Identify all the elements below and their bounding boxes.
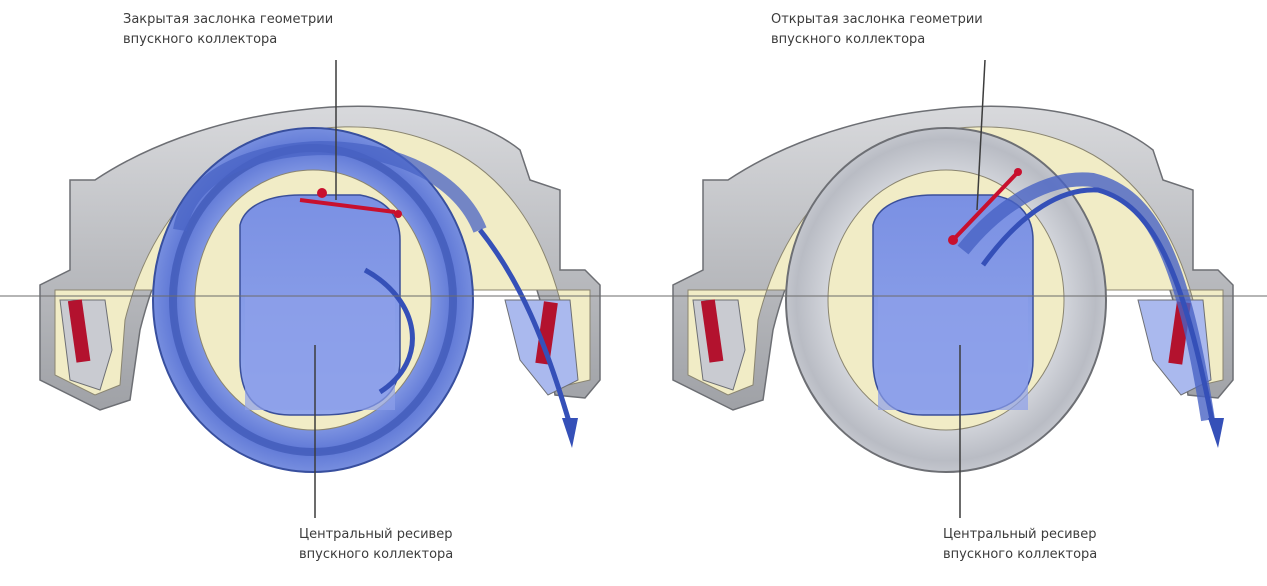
left-seal <box>67 299 91 363</box>
flap-closed <box>299 198 396 214</box>
open-flap-panel: Открытая заслонка геометрии впускного ко… <box>633 0 1267 586</box>
flap-closed-label-line2: впускного коллектора <box>123 32 278 47</box>
closed-flap-panel: Закрытая заслонка геометрии впускного ко… <box>0 10 634 565</box>
flap-open-label-line2: впускного коллектора <box>771 32 926 47</box>
receiver-label-left: Центральный ресивер впускного коллектора <box>299 525 453 565</box>
intake-manifold-cutaway-closed <box>0 60 634 518</box>
flap-open-label-line1: Открытая заслонка геометрии <box>771 12 983 27</box>
flap-closed-label: Закрытая заслонка геометрии впускного ко… <box>123 10 333 50</box>
airflow-arrow-head <box>1208 418 1224 448</box>
intake-manifold-cutaway-open <box>633 59 1267 518</box>
receiver-label-right: Центральный ресивер впускного коллектора <box>943 525 1097 565</box>
top-passage <box>173 140 487 233</box>
receiver-label-left-line2: впускного коллектора <box>299 547 454 562</box>
flap-closed-label-line1: Закрытая заслонка геометрии <box>123 12 334 27</box>
left-seal <box>700 299 724 363</box>
airflow-arrow-head <box>562 418 578 448</box>
receiver-label-right-line2: впускного коллектора <box>943 547 1098 562</box>
receiver-label-left-line1: Центральный ресивер <box>299 527 453 542</box>
flap-open <box>951 170 1020 242</box>
airflow-arrow <box>363 228 573 426</box>
flap-open-label: Открытая заслонка геометрии впускного ко… <box>771 10 983 50</box>
receiver-label-right-line1: Центральный ресивер <box>943 527 1097 542</box>
right-seal <box>535 301 558 365</box>
flap-leader-line <box>976 59 986 211</box>
airflow-arrow <box>980 187 1216 426</box>
